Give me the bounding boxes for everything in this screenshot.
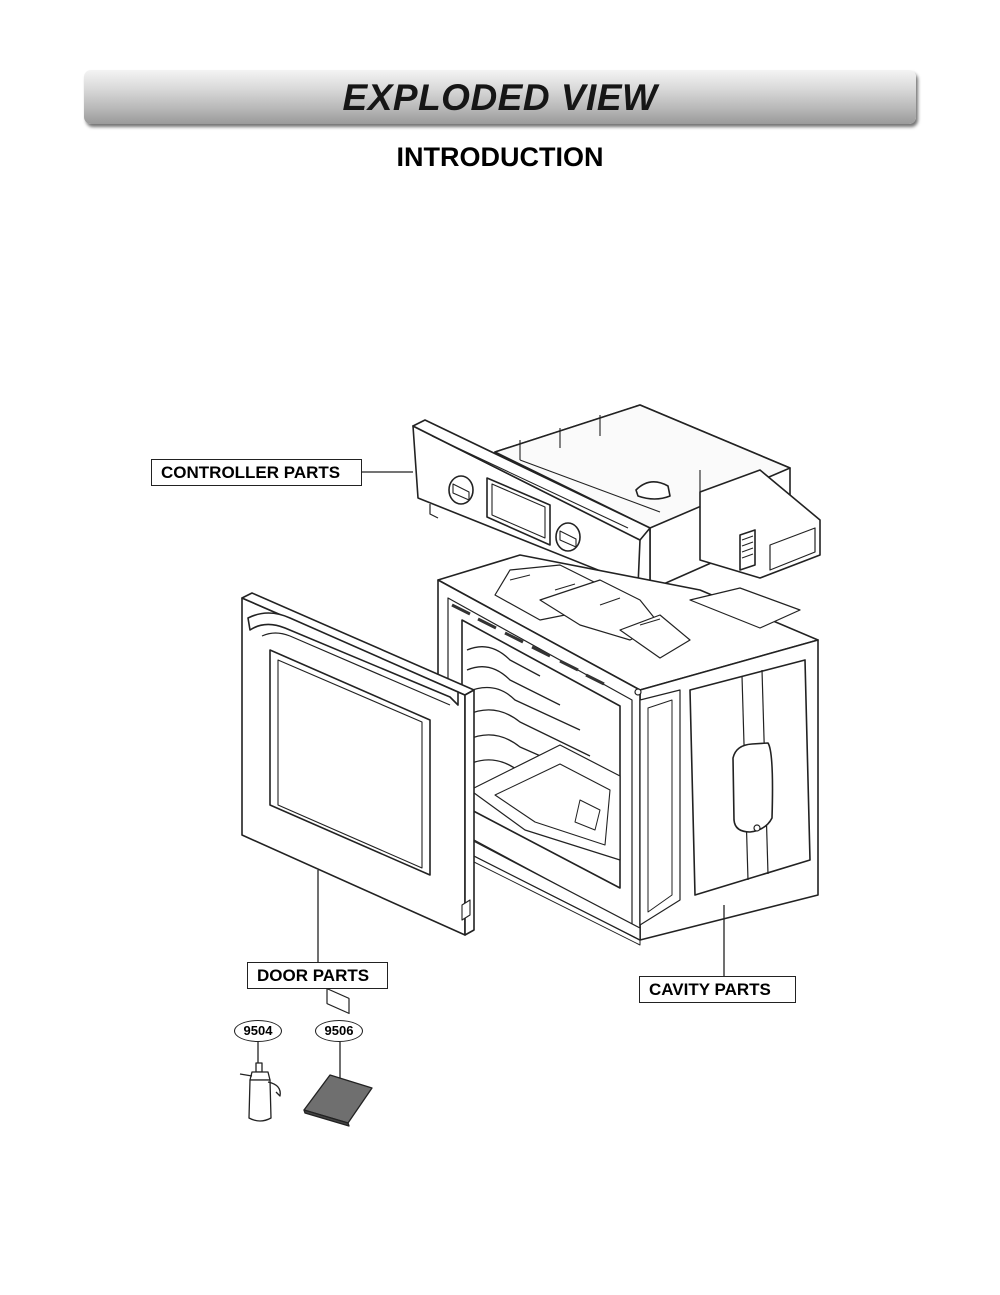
door-assembly (241, 592, 475, 1015)
part-callout-9504[interactable]: 9504 (234, 1020, 282, 1042)
door-parts-label[interactable]: DOOR PARTS (247, 962, 388, 989)
controller-assembly (412, 404, 821, 611)
cavity-assembly (437, 554, 819, 946)
leader-lines (257, 471, 725, 1080)
spray-bottle-icon (239, 1062, 281, 1122)
cavity-parts-label[interactable]: CAVITY PARTS (639, 976, 796, 1003)
page-title: EXPLODED VIEW (342, 77, 658, 118)
part-callout-9506[interactable]: 9506 (315, 1020, 363, 1042)
section-subtitle: INTRODUCTION (396, 142, 604, 172)
title-banner: EXPLODED VIEW (84, 70, 916, 124)
cleaning-pad-icon (303, 1074, 373, 1127)
controller-parts-label[interactable]: CONTROLLER PARTS (151, 459, 362, 486)
